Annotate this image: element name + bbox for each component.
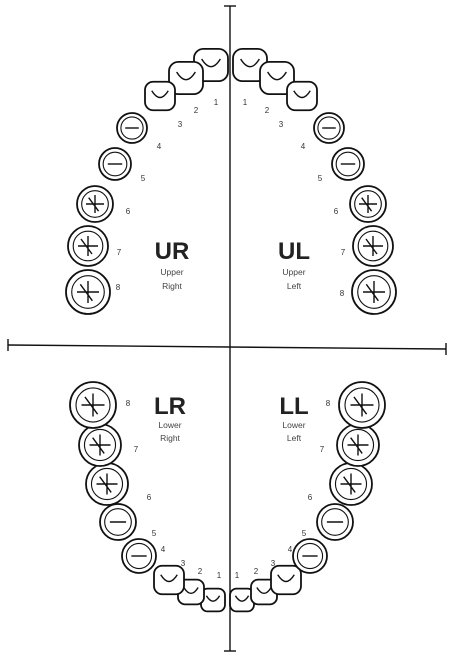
tooth-number-ll-8: 8	[326, 399, 331, 408]
tooth-number-ur-5: 5	[141, 174, 146, 183]
tooth-ul-4	[314, 113, 344, 143]
tooth-number-ur-1: 1	[214, 98, 219, 107]
tooth-lr-5	[100, 504, 136, 540]
tooth-number-ll-3: 3	[271, 559, 276, 568]
tooth-number-ur-2: 2	[194, 106, 199, 115]
tooth-number-ll-4: 4	[288, 545, 293, 554]
tooth-ur-7	[68, 226, 108, 266]
quadrant-label-upper-right: UR Upper Right	[155, 238, 190, 291]
quadrant-line2-ll: Left	[287, 433, 302, 443]
tooth-ur-6	[77, 186, 113, 222]
tooth-ur-4	[117, 113, 147, 143]
quadrant-line2-lr: Right	[160, 433, 180, 443]
tooth-ur-5	[99, 148, 131, 180]
quadrant-code-ur: UR	[155, 238, 190, 265]
quadrant-line1-lr: Lower	[158, 420, 181, 430]
tooth-number-ul-8: 8	[340, 289, 345, 298]
quadrant-line1-ur: Upper	[160, 267, 183, 277]
tooth-ll-7	[337, 424, 379, 466]
tooth-number-ur-7: 7	[117, 248, 122, 257]
tooth-lr-8	[70, 382, 116, 428]
tooth-number-lr-7: 7	[134, 445, 139, 454]
quadrant-code-ll: LL	[279, 393, 308, 420]
tooth-number-ll-5: 5	[302, 529, 307, 538]
quadrant-line1-ll: Lower	[282, 420, 305, 430]
tooth-ll-5	[317, 504, 353, 540]
tooth-lr-7	[79, 424, 121, 466]
tooth-number-ur-4: 4	[157, 142, 162, 151]
tooth-number-ll-1: 1	[235, 571, 240, 580]
tooth-number-lr-5: 5	[152, 529, 157, 538]
tooth-ll-3	[271, 566, 301, 595]
tooth-ul-8	[352, 270, 396, 314]
tooth-number-ul-1: 1	[243, 98, 248, 107]
tooth-number-lr-3: 3	[181, 559, 186, 568]
tooth-number-ll-2: 2	[254, 567, 259, 576]
quadrant-code-ul: UL	[278, 238, 310, 265]
tooth-ul-3	[287, 82, 317, 111]
tooth-number-ul-2: 2	[265, 106, 270, 115]
tooth-number-lr-4: 4	[161, 545, 166, 554]
tooth-number-ll-6: 6	[308, 493, 313, 502]
tooth-lr-4	[122, 539, 156, 573]
tooth-number-ur-8: 8	[116, 283, 121, 292]
tooth-ul-7	[353, 226, 393, 266]
tooth-number-lr-6: 6	[147, 493, 152, 502]
quadrant-line2-ul: Left	[287, 281, 302, 291]
tooth-number-ul-3: 3	[279, 120, 284, 129]
tooth-number-ul-7: 7	[341, 248, 346, 257]
tooth-number-ur-6: 6	[126, 207, 131, 216]
tooth-number-ul-5: 5	[318, 174, 323, 183]
quadrant-line1-ul: Upper	[282, 267, 305, 277]
tooth-ul-6	[350, 186, 386, 222]
tooth-number-ll-7: 7	[320, 445, 325, 454]
tooth-ll-8	[339, 382, 385, 428]
tooth-lr-3	[154, 566, 184, 595]
tooth-ll-6	[330, 463, 372, 505]
teeth-layer	[66, 49, 396, 612]
quadrant-line2-ur: Right	[162, 281, 182, 291]
quadrant-label-lower-right: LR Lower Right	[154, 393, 186, 443]
tooth-ul-5	[332, 148, 364, 180]
tooth-number-ul-6: 6	[334, 207, 339, 216]
quadrant-label-upper-left: UL Upper Left	[278, 238, 310, 291]
tooth-number-ul-4: 4	[301, 142, 306, 151]
tooth-number-lr-1: 1	[217, 571, 222, 580]
tooth-ur-3	[145, 82, 175, 111]
tooth-number-ur-3: 3	[178, 120, 183, 129]
tooth-number-lr-8: 8	[126, 399, 131, 408]
quadrant-code-lr: LR	[154, 393, 186, 420]
horizontal-midline	[8, 345, 446, 349]
tooth-number-lr-2: 2	[198, 567, 203, 576]
quadrant-label-lower-left: LL Lower Left	[279, 393, 308, 443]
tooth-ur-8	[66, 270, 110, 314]
tooth-ll-4	[293, 539, 327, 573]
tooth-lr-6	[86, 463, 128, 505]
